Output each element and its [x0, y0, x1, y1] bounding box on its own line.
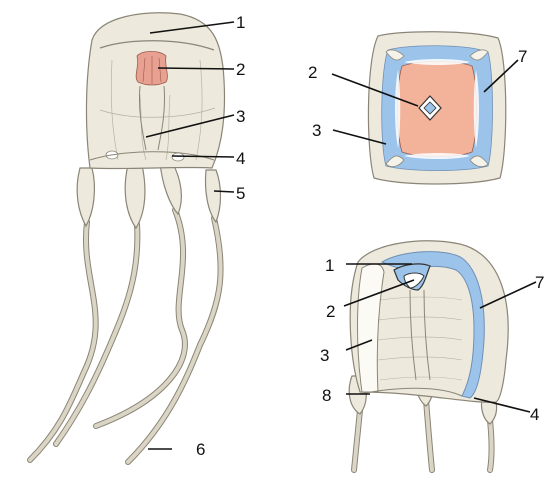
label-c-1: 1 — [325, 256, 334, 275]
tentacle-4 — [128, 218, 221, 462]
label-c-3: 3 — [320, 346, 329, 365]
label-c-7: 7 — [535, 273, 544, 292]
tentacle-3-inner — [96, 210, 185, 426]
label-a-3: 3 — [236, 107, 245, 126]
label-a-4: 4 — [236, 149, 245, 168]
pedalium-2 — [125, 165, 145, 228]
label-b-2: 2 — [308, 63, 317, 82]
label-a-2: 2 — [236, 60, 245, 79]
tentacle-4-inner — [128, 218, 221, 462]
section-tentacles — [354, 400, 492, 470]
label-a-5: 5 — [236, 184, 245, 203]
bell — [86, 13, 224, 169]
label-c-2: 2 — [326, 302, 335, 321]
tentacle-3 — [96, 210, 185, 426]
label-a-1: 1 — [236, 13, 245, 32]
longitudinal-section-figure: 1 7 2 3 8 4 — [320, 241, 544, 470]
cross-section-figure: 2 7 3 — [308, 32, 527, 184]
pedalium-3 — [160, 162, 181, 214]
label-a-6: 6 — [196, 440, 205, 459]
label-c-4: 4 — [530, 405, 539, 424]
pedalium-1 — [77, 168, 94, 226]
pedalia — [77, 162, 220, 228]
tentacles — [30, 210, 221, 462]
label-b-3: 3 — [312, 121, 321, 140]
tentacle-1-inner — [30, 222, 96, 460]
label-c-8: 8 — [322, 386, 331, 405]
whole-animal-figure: 1 2 3 4 5 6 — [30, 13, 245, 462]
label-b-7: 7 — [518, 47, 527, 66]
pedalium-4 — [205, 170, 220, 222]
